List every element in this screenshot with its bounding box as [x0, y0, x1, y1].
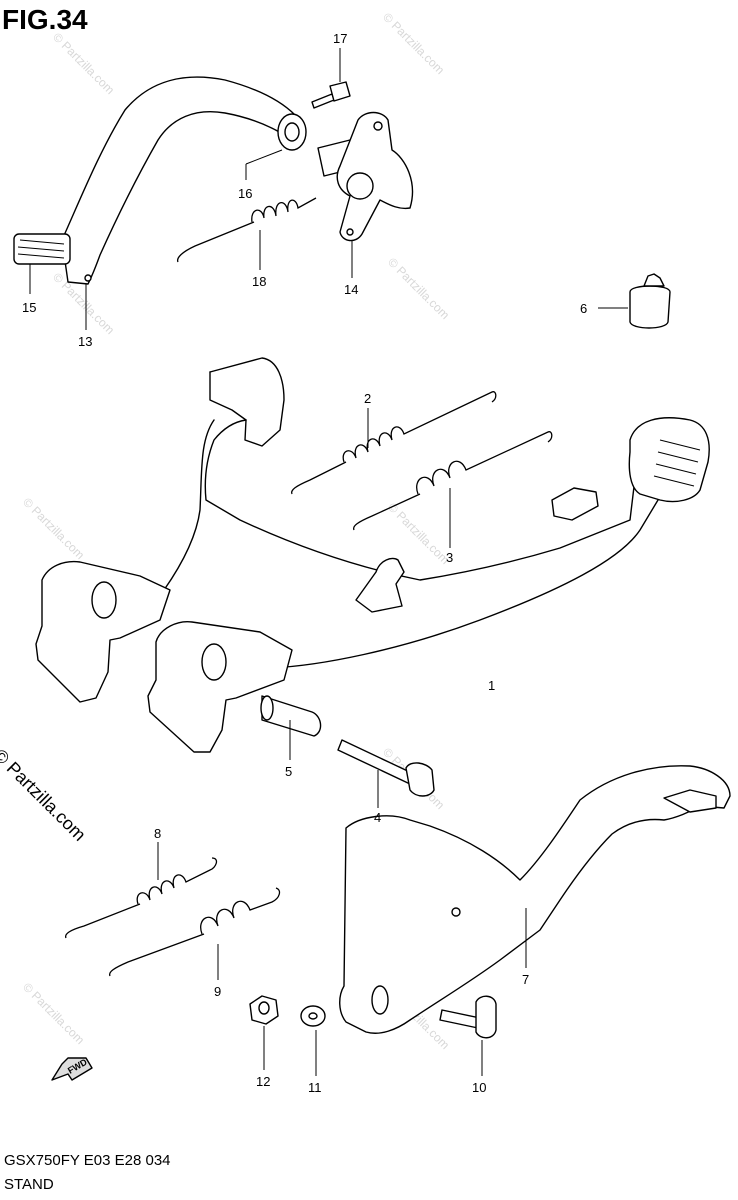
rubber-stopper-part-6 [629, 273, 671, 329]
callout-11: 11 [308, 1080, 322, 1095]
callout-16: 16 [238, 186, 252, 201]
nut-part-12 [249, 995, 279, 1025]
callout-1: 1 [488, 678, 495, 693]
callout-9: 9 [214, 984, 221, 999]
bolt-part-4 [337, 739, 435, 797]
callout-7: 7 [522, 972, 529, 987]
callout-3: 3 [446, 550, 453, 565]
side-stand-part-7 [339, 765, 731, 1034]
callout-12: 12 [256, 1074, 270, 1089]
model-code: GSX750FY E03 E28 034 [4, 1152, 171, 1169]
spring-part-8 [64, 857, 218, 939]
spring-part-9 [108, 887, 281, 977]
callout-14: 14 [344, 282, 358, 297]
spring-part-18 [176, 197, 317, 263]
callout-15: 15 [22, 300, 36, 315]
bracket-part-14 [317, 111, 414, 242]
spring-part-3 [352, 431, 553, 531]
callout-18: 18 [252, 274, 266, 289]
bolt-part-10 [439, 995, 497, 1039]
leader-lines [29, 48, 628, 1076]
callout-6: 6 [580, 301, 587, 316]
callout-5: 5 [285, 764, 292, 779]
callout-labels: 17 16 18 14 15 13 6 2 3 1 5 4 8 9 7 12 1… [22, 31, 587, 1095]
bolt-part-17 [311, 81, 351, 109]
collar-part-5 [260, 695, 322, 737]
callout-2: 2 [364, 391, 371, 406]
callout-13: 13 [78, 334, 92, 349]
brake-pedal-part [13, 76, 296, 285]
figure-title: FIG.34 [2, 4, 88, 35]
section-name: STAND [4, 1176, 54, 1193]
callout-4: 4 [374, 810, 381, 825]
callout-8: 8 [154, 826, 161, 841]
washer-part-16 [277, 113, 307, 151]
spring-part-2 [290, 391, 497, 495]
callout-10: 10 [472, 1080, 486, 1095]
front-direction-arrow: FWD [51, 1057, 93, 1081]
center-stand-part-1 [35, 357, 710, 753]
callout-17: 17 [333, 31, 347, 46]
washer-part-11 [300, 1005, 326, 1027]
